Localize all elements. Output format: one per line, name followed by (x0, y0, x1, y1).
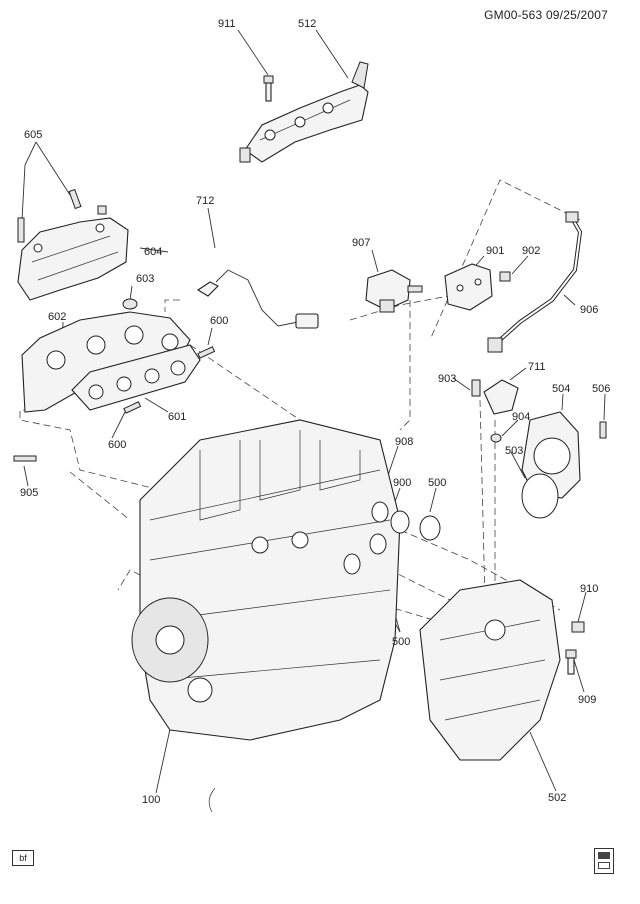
callout-901: 901 (486, 245, 504, 257)
screw-506 (599, 421, 607, 439)
callout-605: 605 (24, 129, 42, 141)
fitting-903 (471, 379, 481, 397)
callout-904: 904 (512, 411, 530, 423)
exhaust-manifold-602 (21, 311, 191, 413)
callout-902: 902 (522, 245, 540, 257)
callout-600-upper: 600 (210, 315, 228, 327)
callout-903: 903 (438, 373, 456, 385)
nut-910 (571, 621, 585, 633)
callout-502: 502 (548, 792, 566, 804)
callout-labels: 911 512 605 604 712 907 901 902 906 603 … (20, 18, 610, 806)
callout-906: 906 (580, 304, 598, 316)
seal-503 (521, 473, 559, 519)
callout-506: 506 (592, 383, 610, 395)
studs-605 (17, 188, 107, 243)
purge-valve-907 (365, 269, 423, 313)
callout-900: 900 (393, 477, 411, 489)
drawing-id: GM00-563 09/25/2007 (484, 8, 608, 22)
callout-905: 905 (20, 487, 38, 499)
fuel-rail-512 (239, 61, 369, 163)
bolt-909 (565, 649, 577, 675)
callout-908: 908 (395, 436, 413, 448)
callout-910: 910 (580, 583, 598, 595)
corner-label: bf (12, 850, 34, 866)
oxygen-sensor-712 (196, 269, 319, 329)
seals-908 (343, 501, 389, 575)
pencil-arc (208, 787, 216, 813)
callout-500-lower: 500 (392, 636, 410, 648)
o-ring-904 (490, 433, 502, 443)
seals-900 (390, 510, 410, 534)
callout-500-upper: 500 (428, 477, 446, 489)
bracket-901 (444, 263, 493, 311)
bolt-902 (499, 271, 511, 282)
heat-shield-604 (17, 217, 129, 301)
publisher-logo-icon (594, 848, 614, 874)
intake-manifold-502 (419, 579, 561, 761)
bolt-911 (263, 75, 274, 102)
callout-907: 907 (352, 237, 370, 249)
callout-909: 909 (578, 694, 596, 706)
callout-504: 504 (552, 383, 570, 395)
engine-block-100 (131, 419, 401, 741)
studs-600 (123, 346, 216, 414)
callout-603: 603 (136, 273, 154, 285)
stud-905 (13, 455, 37, 462)
callout-512: 512 (298, 18, 316, 30)
map-sensor-711 (483, 379, 519, 415)
callout-601: 601 (168, 411, 186, 423)
callout-711: 711 (528, 361, 546, 373)
callout-602: 602 (48, 311, 66, 323)
callout-911: 911 (218, 18, 236, 30)
washer-603 (122, 298, 138, 310)
seals-500 (419, 515, 441, 541)
manifold-gasket-601 (71, 344, 201, 411)
vacuum-pipe-906 (487, 211, 583, 353)
callout-600-lower: 600 (108, 439, 126, 451)
callout-712: 712 (196, 195, 214, 207)
callout-604: 604 (144, 246, 162, 258)
callout-100: 100 (142, 794, 160, 806)
callout-503: 503 (505, 445, 523, 457)
